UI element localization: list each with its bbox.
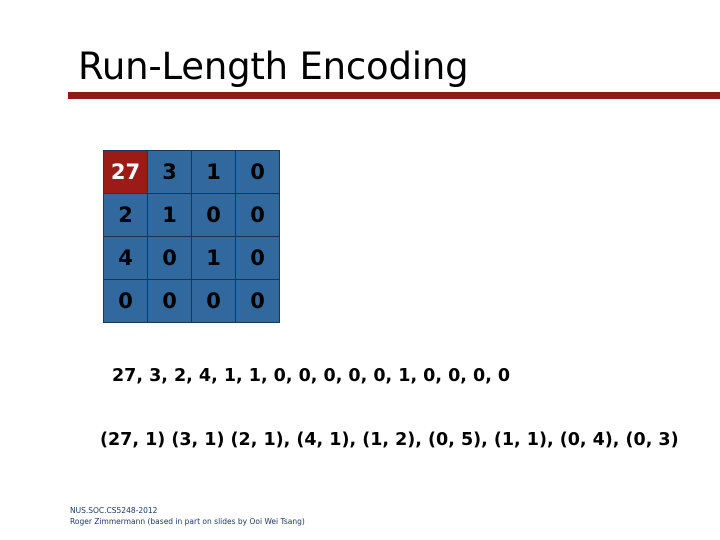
coefficient-matrix-table: 27 3 1 0 2 1 0 0 4 0 1 0 0 0 0 0 [103, 150, 280, 323]
run-length-pairs-text: (27, 1) (3, 1) (2, 1), (4, 1), (1, 2), (… [100, 430, 679, 450]
table-row: 4 0 1 0 [103, 236, 280, 280]
footer-course-code: NUS.SOC.CS5248-2012 [70, 506, 158, 515]
table-row: 27 3 1 0 [103, 150, 280, 194]
matrix-cell: 0 [191, 193, 236, 237]
matrix-cell: 0 [147, 279, 192, 323]
page-title: Run-Length Encoding [78, 45, 469, 88]
footer-attribution: Roger Zimmermann (based in part on slide… [70, 516, 305, 526]
matrix-cell: 0 [191, 279, 236, 323]
matrix-cell: 0 [235, 279, 280, 323]
title-underline-rule [68, 92, 720, 99]
matrix-cell: 1 [191, 236, 236, 280]
matrix-cell: 0 [235, 193, 280, 237]
table-row: 0 0 0 0 [103, 279, 280, 323]
matrix-cell-dc: 27 [103, 150, 148, 194]
matrix-cell: 0 [147, 236, 192, 280]
matrix-cell: 4 [103, 236, 148, 280]
matrix-cell: 0 [235, 150, 280, 194]
slide-footer: NUS.SOC.CS5248-2012 Roger Zimmermann (ba… [70, 506, 305, 527]
matrix-cell: 0 [103, 279, 148, 323]
matrix-cell: 1 [191, 150, 236, 194]
matrix-cell: 0 [235, 236, 280, 280]
matrix-cell: 3 [147, 150, 192, 194]
matrix-cell: 2 [103, 193, 148, 237]
table-row: 2 1 0 0 [103, 193, 280, 237]
zigzag-sequence-text: 27, 3, 2, 4, 1, 1, 0, 0, 0, 0, 0, 1, 0, … [112, 366, 511, 386]
matrix-cell: 1 [147, 193, 192, 237]
